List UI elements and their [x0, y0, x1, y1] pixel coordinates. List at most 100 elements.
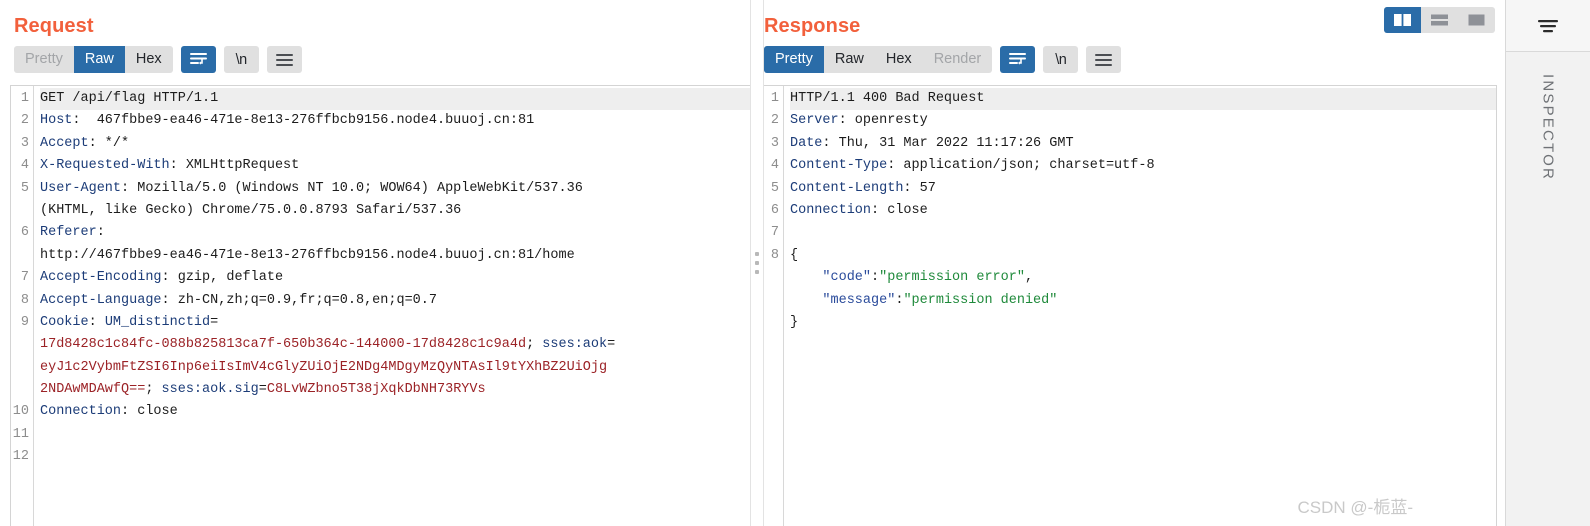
line-number: .	[11, 379, 33, 401]
code-token: :	[871, 270, 880, 286]
tab-response-render[interactable]: Render	[933, 51, 982, 67]
code-line: X-Requested-With: XMLHttpRequest	[40, 155, 750, 177]
splitter-drag-handle[interactable]	[755, 252, 759, 274]
code-token: :	[96, 225, 105, 241]
response-title: Response	[764, 15, 861, 37]
request-newline-button[interactable]: \n	[223, 46, 259, 73]
tab-response-pretty[interactable]: Pretty	[764, 46, 824, 73]
code-token: {	[790, 247, 799, 263]
csdn-watermark: CSDN @-栀蓝-	[1297, 498, 1413, 517]
code-line: User-Agent: Mozilla/5.0 (Windows NT 10.0…	[40, 178, 750, 200]
code-token: "message"	[822, 292, 896, 308]
code-token: ;	[526, 337, 543, 353]
line-number: .	[11, 334, 33, 356]
code-token: sses:aok	[542, 337, 608, 353]
inspector-filter-button[interactable]	[1506, 0, 1590, 52]
code-token: sses:aok.sig	[161, 382, 259, 398]
response-word-wrap-button[interactable]	[1000, 46, 1036, 73]
code-line: http://467fbbe9-ea46-471e-8e13-276ffbcb9…	[40, 245, 750, 267]
code-token: Referer	[40, 225, 97, 241]
code-token: User-Agent	[40, 180, 122, 196]
response-line-numbers: 12345678....	[761, 86, 784, 526]
code-token: Content-Length	[790, 180, 904, 196]
request-title: Request	[14, 15, 94, 37]
inspector-label: INSPECTOR	[1539, 74, 1557, 182]
code-line: (KHTML, like Gecko) Chrome/75.0.0.8793 S…	[40, 200, 750, 222]
code-line: 2NDAwMDAwfQ==; sses:aok.sig=C8LvWZbno5T3…	[40, 379, 750, 401]
code-token: : openresty	[838, 113, 928, 129]
code-token: Connection	[790, 202, 872, 218]
pane-splitter[interactable]	[750, 0, 764, 526]
response-menu-button[interactable]	[1086, 46, 1122, 73]
line-number: 8	[770, 247, 779, 263]
code-line: "message":"permission denied"	[790, 290, 1496, 312]
code-token: =	[210, 314, 219, 330]
code-line: }	[790, 312, 1496, 334]
code-line: eyJ1c2VybmFtZSI6Inp6eiIsImV4cGlyZUiOjE2N…	[40, 357, 750, 379]
code-line: 17d8428c1c84fc-088b825813ca7f-650b364c-1…	[40, 334, 750, 356]
newline-label: \n	[235, 51, 248, 68]
line-number: 5	[770, 180, 779, 196]
code-line: Cookie: UM_distinctid=	[40, 312, 750, 334]
tab-request-hex[interactable]: Hex	[135, 51, 162, 67]
code-token: "permission error"	[879, 270, 1025, 286]
line-number: .	[11, 200, 33, 222]
code-line: "code":"permission error",	[790, 267, 1496, 289]
request-menu-button[interactable]	[266, 46, 302, 73]
code-token: 17d8428c1c84fc-088b825813ca7f-650b364c-1…	[40, 337, 527, 353]
code-token: : 57	[903, 180, 936, 196]
code-token: ;	[145, 382, 162, 398]
response-view-tabs: Pretty Raw Hex Render	[764, 46, 993, 73]
hamburger-menu-icon	[275, 53, 293, 66]
line-number: 5	[20, 180, 29, 196]
code-line: Referer:	[40, 222, 750, 244]
request-pane: Request Pretty Raw Hex	[0, 0, 750, 526]
code-token: }	[790, 314, 799, 330]
code-token: : application/json; charset=utf-8	[887, 158, 1155, 174]
response-newline-button[interactable]: \n	[1043, 46, 1079, 73]
line-number: 6	[20, 225, 29, 241]
layout-side-by-side-button[interactable]	[1384, 7, 1421, 33]
code-token: UM_distinctid	[104, 314, 211, 330]
code-token: : Mozilla/5.0 (Windows NT 10.0; WOW64) A…	[121, 180, 583, 196]
code-line: Accept-Encoding: gzip, deflate	[40, 267, 750, 289]
tab-request-raw[interactable]: Raw	[73, 46, 125, 73]
code-token: "permission denied"	[903, 292, 1058, 308]
response-pane: Response Pretty Raw Hex Render	[750, 0, 1505, 526]
line-number: 11	[12, 426, 29, 442]
tab-response-raw[interactable]: Raw	[834, 51, 864, 67]
code-token: =	[607, 337, 616, 353]
code-line: HTTP/1.1 400 Bad Request	[790, 88, 1496, 111]
code-token: Date	[790, 135, 823, 151]
line-number: 7	[770, 225, 779, 241]
newline-label: \n	[1055, 51, 1067, 68]
code-line: Server: openresty	[790, 110, 1496, 132]
code-token	[790, 270, 822, 285]
code-token: (KHTML, like Gecko) Chrome/75.0.0.8793 S…	[40, 202, 462, 218]
line-number: .	[761, 334, 783, 356]
line-number: 3	[770, 135, 779, 151]
request-word-wrap-button[interactable]	[180, 46, 216, 73]
layout-stacked-button[interactable]	[1421, 7, 1458, 33]
code-token: eyJ1c2VybmFtZSI6Inp6eiIsImV4cGlyZUiOjE2N…	[40, 359, 608, 375]
request-view-tabs: Pretty Raw Hex	[14, 46, 173, 73]
code-token: C8LvWZbno5T38jXqkDbNH73RYVs	[266, 382, 486, 398]
code-line	[40, 446, 750, 468]
code-token: "code"	[822, 270, 872, 286]
code-token: :	[88, 314, 105, 330]
stacked-icon	[1431, 14, 1448, 26]
inspector-rail: INSPECTOR	[1505, 0, 1590, 526]
code-token: : 467fbbe9-ea46-471e-8e13-276ffbcb9156.n…	[72, 113, 535, 129]
response-toolbar: Pretty Raw Hex Render \n	[764, 46, 1505, 73]
line-number: .	[11, 357, 33, 379]
tab-response-hex[interactable]: Hex	[885, 51, 912, 67]
tab-request-pretty[interactable]: Pretty	[25, 51, 63, 67]
code-token: : */*	[88, 135, 130, 151]
layout-single-button[interactable]	[1458, 7, 1495, 33]
line-number: 6	[770, 202, 779, 218]
filter-icon	[1538, 19, 1558, 32]
